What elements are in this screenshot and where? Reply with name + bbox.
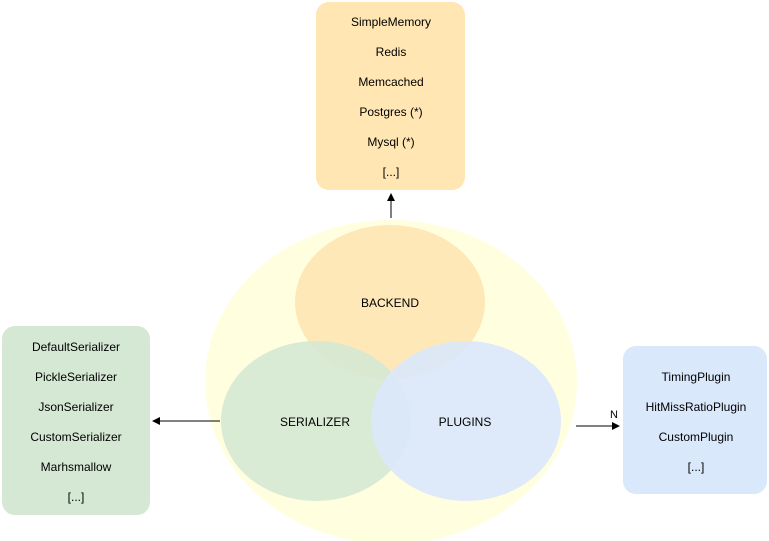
- plugin-item: HitMissRatioPlugin: [646, 400, 747, 414]
- serializer-item: PickleSerializer: [35, 370, 117, 384]
- backends-box[interactable]: [316, 2, 465, 190]
- serializer-circle[interactable]: [221, 341, 411, 501]
- serializer-item: DefaultSerializer: [32, 340, 120, 354]
- serializer-item: Marhsmallow: [41, 460, 112, 474]
- backend-item: Mysql (*): [367, 135, 414, 149]
- backend-circle[interactable]: [295, 225, 485, 379]
- plugins-edge-label: N: [610, 409, 618, 421]
- plugins-box[interactable]: [623, 346, 767, 494]
- serializers-list: DefaultSerializer PickleSerializer JsonS…: [30, 340, 121, 504]
- backend-item: SimpleMemory: [351, 15, 431, 29]
- backend-item: Redis: [376, 45, 407, 59]
- backend-label: BACKEND: [361, 296, 419, 310]
- backend-item: Memcached: [358, 75, 423, 89]
- plugins-circle[interactable]: [371, 341, 561, 501]
- serializer-item: [...]: [68, 490, 85, 504]
- plugin-item: CustomPlugin: [659, 430, 734, 444]
- backend-item: [...]: [383, 165, 400, 179]
- plugin-item: TimingPlugin: [662, 370, 731, 384]
- plugins-label: PLUGINS: [439, 415, 492, 429]
- serializer-item: CustomSerializer: [30, 430, 121, 444]
- plugin-item: [...]: [688, 460, 705, 474]
- serializers-box[interactable]: [2, 326, 150, 515]
- backend-item: Postgres (*): [359, 105, 422, 119]
- backends-list: SimpleMemory Redis Memcached Postgres (*…: [351, 15, 431, 179]
- serializer-item: JsonSerializer: [38, 400, 113, 414]
- plugins-list: TimingPlugin HitMissRatioPlugin CustomPl…: [646, 370, 747, 474]
- serializer-label: SERIALIZER: [280, 415, 350, 429]
